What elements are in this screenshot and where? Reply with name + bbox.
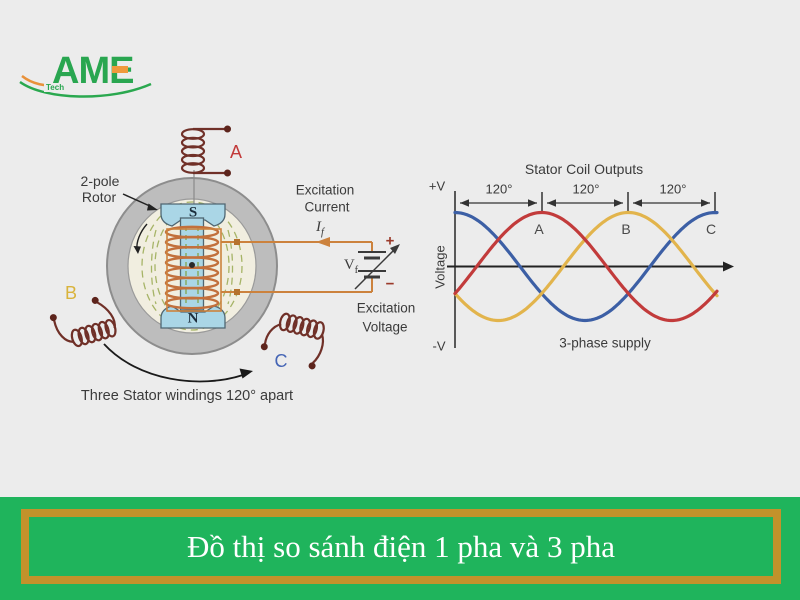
pole-label-n: N xyxy=(187,310,199,327)
excitation-circuit xyxy=(166,228,400,312)
field-current-symbol: If xyxy=(316,218,324,238)
chart-axes xyxy=(447,191,734,348)
rotor-label-line2: Rotor xyxy=(81,189,117,205)
winding-b-label: B xyxy=(64,283,78,303)
y-axis-title: Voltage xyxy=(432,245,448,289)
rotor-shaft-dashes xyxy=(185,226,199,306)
wave-a-label: A xyxy=(534,221,544,237)
footer-title: Đồ thị so sánh điện 1 pha và 3 pha xyxy=(187,528,615,564)
excitation-current-line2: Current xyxy=(304,199,350,215)
wave-b-label: B xyxy=(621,221,631,237)
winding-c xyxy=(260,312,325,370)
logo-e-accent-bar xyxy=(112,66,128,73)
phase-interval-label-3: 120° xyxy=(659,181,687,197)
variable-battery-icon xyxy=(354,248,396,290)
rotor-pointer-arrow xyxy=(122,193,158,211)
excitation-voltage-line2: Voltage xyxy=(362,319,408,335)
footer-banner: Đồ thị so sánh điện 1 pha và 3 pha xyxy=(0,497,800,600)
winding-a-label: A xyxy=(229,142,243,162)
wave-A xyxy=(453,210,719,323)
rotor-label-line1: 2-pole xyxy=(80,173,120,189)
chart-title: Stator Coil Outputs xyxy=(524,161,644,177)
x-axis-annotation: 3-phase supply xyxy=(559,335,651,351)
winding-c-label: C xyxy=(274,351,288,371)
field-voltage-symbol: Vf xyxy=(343,256,359,276)
pole-label-s: S xyxy=(188,204,198,221)
wave-c-label: C xyxy=(705,221,717,237)
y-axis-bottom-label: -V xyxy=(432,338,446,354)
battery-minus-sign: − xyxy=(385,275,395,293)
current-direction-arrow xyxy=(316,237,330,247)
stator-windings-caption: Three Stator windings 120° apart xyxy=(80,387,294,404)
excitation-voltage-line1: Excitation xyxy=(356,300,416,316)
winding-b xyxy=(49,296,117,348)
stator-sequence-arrow xyxy=(103,343,253,383)
phase-interval-label-2: 120° xyxy=(572,181,600,197)
shaft-center-dot xyxy=(189,262,195,268)
phase-interval-label-1: 120° xyxy=(485,181,513,197)
excitation-current-line1: Excitation xyxy=(295,182,355,198)
winding-a xyxy=(180,125,231,177)
rotor-rotation-arrow xyxy=(133,223,148,254)
diagram-graphics xyxy=(19,75,734,383)
chart-phase-markers xyxy=(460,192,716,213)
footer-title-frame: Đồ thị so sánh điện 1 pha và 3 pha xyxy=(21,509,781,584)
battery-arrow-head xyxy=(390,244,400,254)
y-axis-top-label: +V xyxy=(428,178,446,194)
battery-plus-sign: + xyxy=(385,232,395,250)
three-phase-waves xyxy=(453,210,719,323)
logo-subtitle: Tech xyxy=(44,83,67,92)
